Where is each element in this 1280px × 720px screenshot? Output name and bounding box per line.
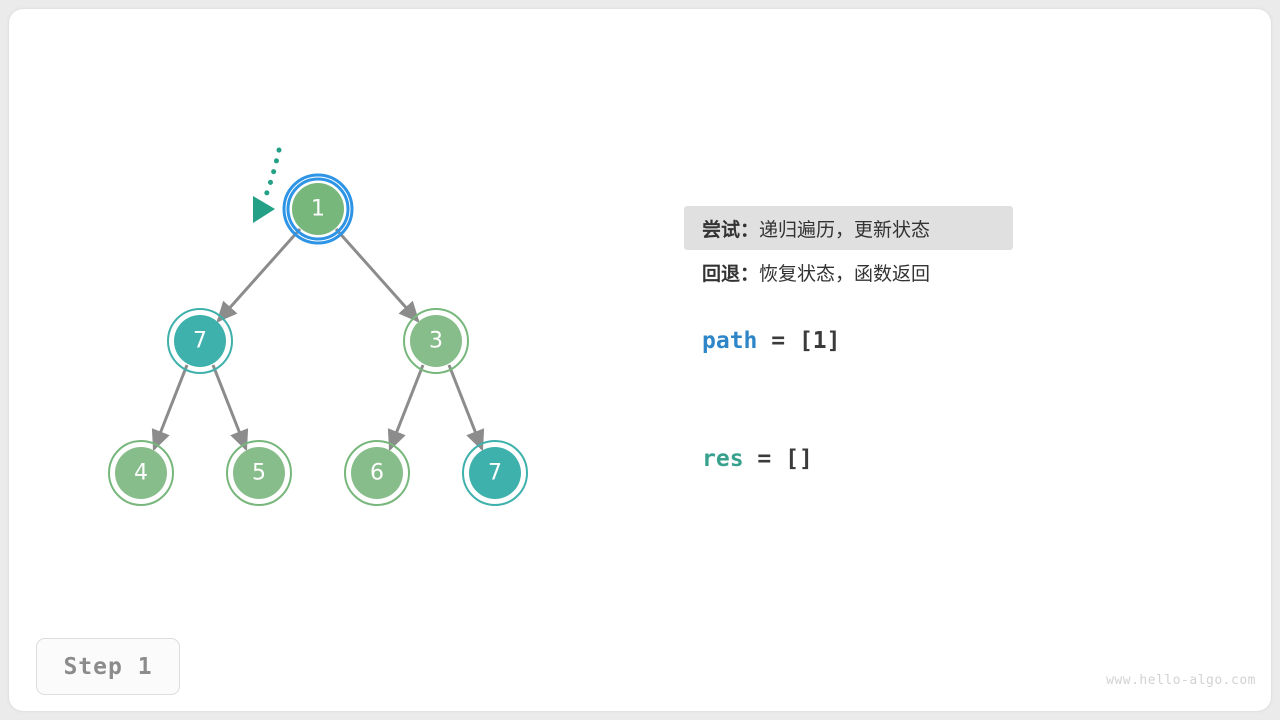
node-outer-ring <box>108 440 174 506</box>
step-badge: Step 1 <box>36 638 180 695</box>
node-value: 6 <box>370 461 384 486</box>
node-body <box>233 447 285 499</box>
edge-n3-n7b <box>447 364 485 452</box>
variable-path-value: [1] <box>798 328 841 354</box>
tree-node-n6[interactable]: 6 <box>344 440 410 506</box>
node-outer-ring <box>462 440 528 506</box>
annotation-row-try: 尝试： 递归遍历，更新状态 <box>684 206 1013 250</box>
edge-n3-n6 <box>387 364 425 452</box>
variable-path: path = [1] <box>702 328 840 354</box>
pointer-dotted-curve-icon <box>261 147 282 203</box>
variable-res-value: [] <box>785 446 813 472</box>
content-card <box>9 9 1271 711</box>
variable-path-equals: = <box>757 328 799 354</box>
variable-res-name: res <box>702 446 744 472</box>
annotation-row-backtrack: 回退： 恢复状态，函数返回 <box>684 250 1013 294</box>
tree-nodes: 1 7 3 4 5 <box>108 173 528 506</box>
node-value: 7 <box>193 329 207 354</box>
step-label: Step 1 <box>63 653 153 680</box>
variable-res: res = [] <box>702 446 813 472</box>
tree-node-root[interactable]: 1 <box>282 173 354 245</box>
annotation-text-try: 递归遍历，更新状态 <box>759 218 931 241</box>
node-value: 3 <box>429 329 443 354</box>
node-body <box>351 447 403 499</box>
node-body <box>469 447 521 499</box>
node-value: 7 <box>488 461 502 486</box>
node-outer-ring <box>403 308 469 374</box>
tree-node-n5[interactable]: 5 <box>226 440 292 506</box>
node-body <box>115 447 167 499</box>
node-outer-ring <box>167 308 233 374</box>
annotation-label-backtrack: 回退： <box>702 262 760 285</box>
traversal-pointer <box>253 147 282 223</box>
variable-path-name: path <box>702 328 758 354</box>
annotation-panel: 尝试： 递归遍历，更新状态 回退： 恢复状态，函数返回 path = [1] r… <box>684 206 1204 472</box>
annotation-label-try: 尝试： <box>702 218 760 241</box>
node-body <box>292 183 344 235</box>
pointer-arrowhead-icon <box>253 196 275 223</box>
edge-n7a-n4 <box>151 364 189 452</box>
node-outer-ring <box>344 440 410 506</box>
node-outer-ring <box>226 440 292 506</box>
tree-node-n7a[interactable]: 7 <box>167 308 233 374</box>
node-body <box>410 315 462 367</box>
node-value: 1 <box>311 197 325 222</box>
tree-node-n3[interactable]: 3 <box>403 308 469 374</box>
edge-root-n7a <box>216 228 302 323</box>
variable-res-equals: = <box>743 446 786 472</box>
tree-node-n4[interactable]: 4 <box>108 440 174 506</box>
tree-node-n7b[interactable]: 7 <box>462 440 528 506</box>
node-inner-ring <box>286 177 350 241</box>
edge-root-n3 <box>334 228 420 323</box>
annotation-text-backtrack: 恢复状态，函数返回 <box>759 262 931 285</box>
tree-edges <box>151 228 485 452</box>
node-body <box>174 315 226 367</box>
node-outer-ring <box>282 173 354 245</box>
edge-n7a-n5 <box>211 364 249 452</box>
node-value: 4 <box>134 461 148 486</box>
node-value: 5 <box>252 461 266 486</box>
watermark: www.hello-algo.com <box>1106 673 1256 688</box>
